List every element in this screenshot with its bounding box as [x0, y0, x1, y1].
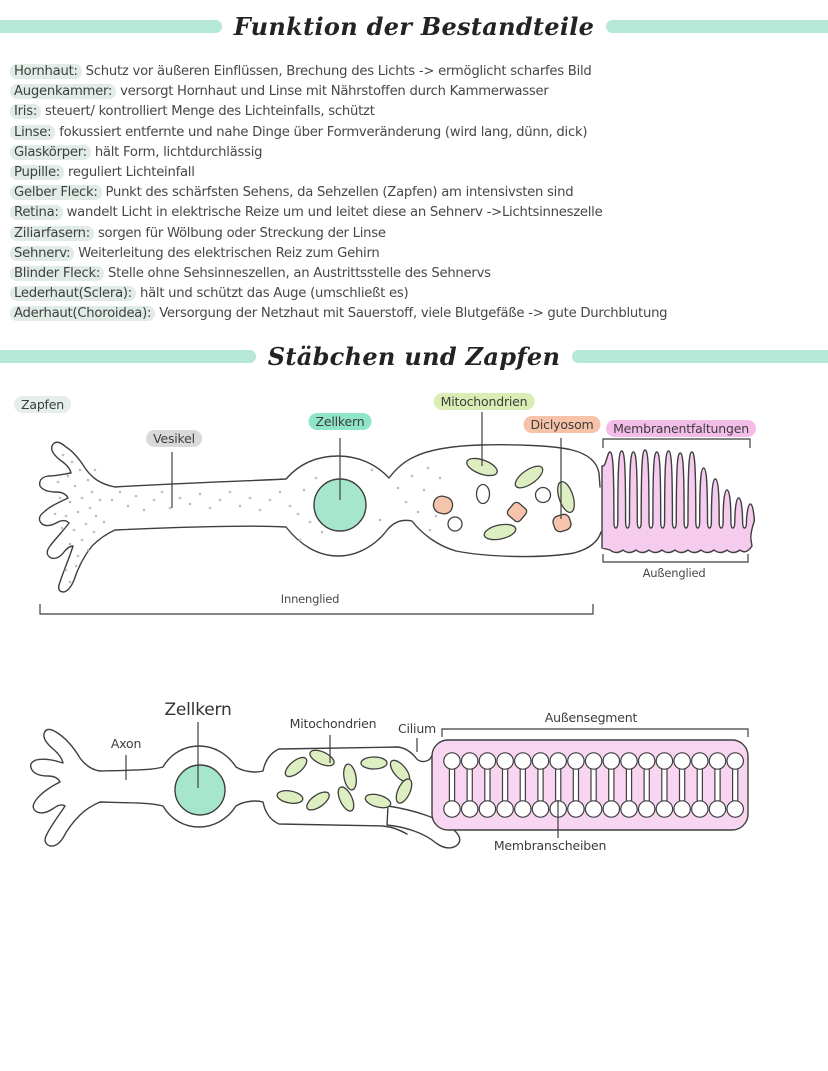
definition-row: Glaskörper: hält Form, lichtdurchlässig [10, 143, 824, 163]
cone-mitochondrien-label: Mitochondrien [433, 393, 535, 410]
definition-row: Linse: fokussiert entfernte und nahe Din… [10, 123, 824, 143]
header-bar [0, 350, 256, 363]
innenglied-label: Innenglied [280, 592, 340, 606]
term-highlight: Pupille: [10, 164, 64, 180]
cilium-label: Cilium [397, 721, 437, 736]
section-title-staebchen: Stäbchen und Zapfen [267, 342, 561, 371]
definition-text: sorgen für Wölbung oder Streckung der Li… [97, 225, 386, 241]
rod-nucleus [174, 764, 226, 816]
membranscheiben-label: Membranscheiben [493, 838, 607, 853]
term-highlight: Lederhaut(Sclera): [10, 286, 137, 302]
term-highlight: Augenkammer: [10, 84, 117, 100]
vesicle-dots [53, 453, 442, 584]
definition-row: Pupille: reguliert Lichteinfall [10, 163, 824, 183]
diclyosom-label: Diclyosom [523, 416, 601, 433]
term-highlight: Blinder Fleck: [10, 265, 105, 281]
cone-title-label: Zapfen [14, 396, 71, 413]
definition-row: Ziliarfasern: sorgen für Wölbung oder St… [10, 224, 824, 244]
section-title-funktion: Funktion der Bestandteile [233, 12, 595, 41]
term-highlight: Hornhaut: [10, 64, 82, 79]
term-highlight: Iris: [10, 104, 42, 120]
definition-text: hält und schützt das Auge (umschließt es… [139, 286, 409, 302]
cone-brackets [39, 438, 751, 615]
rod-mitochondria [276, 749, 413, 812]
photoreceptor-diagrams [29, 412, 755, 849]
definition-row: Augenkammer: versorgt Hornhaut und Linse… [10, 82, 824, 102]
definition-row: Hornhaut: Schutz vor äußeren Einflüssen,… [10, 62, 824, 82]
section-header-staebchen: Stäbchen und Zapfen [0, 342, 828, 371]
term-highlight: Glaskörper: [10, 144, 91, 160]
definition-text: Stelle ohne Sehsinneszellen, an Austritt… [107, 265, 491, 281]
definition-text: fokussiert entfernte und nahe Dinge über… [59, 124, 588, 140]
cone-cell-outline [38, 441, 602, 593]
definition-row: Iris: steuert/ kontrolliert Menge des Li… [10, 102, 824, 122]
rod-mitochondrien-label: Mitochondrien [289, 716, 377, 731]
header-bar [0, 20, 222, 33]
definition-text: Weiterleitung des elektrischen Reiz zum … [78, 245, 380, 261]
rod-cell-outline [29, 728, 434, 847]
definition-row: Sehnerv: Weiterleitung des elektrischen … [10, 244, 824, 264]
definition-text: reguliert Lichteinfall [67, 164, 195, 180]
term-highlight: Gelber Fleck: [10, 185, 102, 201]
term-highlight: Sehnerv: [10, 245, 75, 261]
cone-aussenglied-label: Außenglied [642, 566, 706, 580]
header-bar [606, 20, 828, 33]
definition-text: Versorgung der Netzhaut mit Sauerstoff, … [159, 306, 668, 322]
definition-text: Schutz vor äußeren Einflüssen, Brechung … [85, 64, 592, 79]
definition-text: versorgt Hornhaut und Linse mit Nährstof… [120, 84, 549, 100]
term-highlight: Linse: [10, 124, 56, 140]
header-bar [572, 350, 828, 363]
rod-zellkern-label: Zellkern [164, 700, 232, 720]
cone-organelles [432, 457, 575, 541]
aussensegment-label: Außensegment [544, 710, 638, 725]
cone-zellkern-label: Zellkern [308, 413, 372, 430]
section-header-funktion: Funktion der Bestandteile [0, 12, 828, 41]
cone-pointer-lines [171, 412, 562, 519]
term-highlight: Ziliarfasern: [10, 225, 94, 241]
rod-bracket [441, 728, 749, 737]
definition-row: Lederhaut(Sclera): hält und schützt das … [10, 284, 824, 304]
definition-text: Punkt des schärfsten Sehens, da Sehzelle… [105, 185, 574, 201]
definitions-list: Hornhaut: Schutz vor äußeren Einflüssen,… [10, 62, 824, 324]
definition-row: Blinder Fleck: Stelle ohne Sehsinneszell… [10, 264, 824, 284]
definition-text: hält Form, lichtdurchlässig [94, 144, 263, 160]
definition-row: Gelber Fleck: Punkt des schärfsten Sehen… [10, 183, 824, 203]
term-highlight: Aderhaut(Choroidea): [10, 306, 156, 322]
cone-membrane-folds [601, 449, 755, 554]
rod-pointer-lines [125, 722, 559, 838]
definition-text: steuert/ kontrolliert Menge des Lichtein… [45, 104, 375, 120]
vesikel-label: Vesikel [146, 430, 202, 447]
axon-label: Axon [110, 736, 142, 751]
membrane-discs [443, 752, 744, 818]
definition-row: Retina: wandelt Licht in elektrische Rei… [10, 203, 824, 223]
membranentfaltungen-label: Membranentfaltungen [606, 420, 756, 437]
term-highlight: Retina: [10, 205, 63, 221]
definition-text: wandelt Licht in elektrische Reize um un… [66, 205, 603, 221]
definition-row: Aderhaut(Choroidea): Versorgung der Netz… [10, 304, 824, 324]
